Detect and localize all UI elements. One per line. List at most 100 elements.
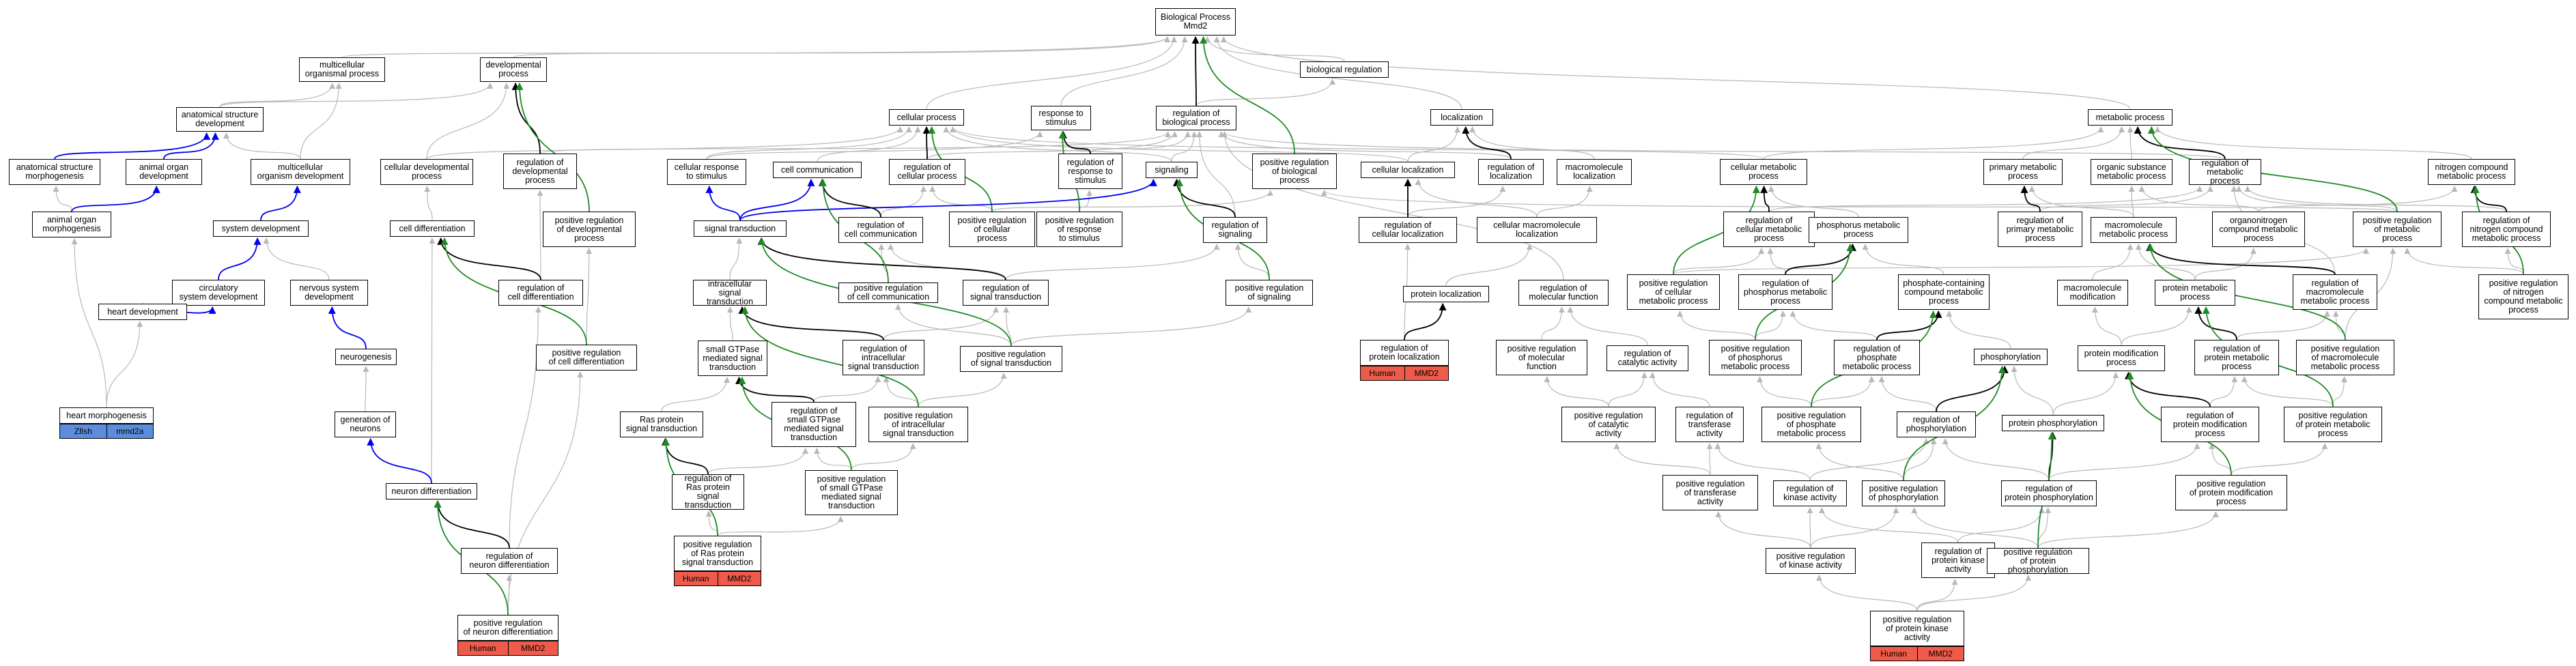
go-term-node-prcp[interactable]: positive regulation of cellular process [949,212,1035,247]
go-term-node-pccmp[interactable]: phosphate-containing compound metabolic … [1898,274,1990,310]
go-term-node-asd[interactable]: anatomical structure development [176,107,264,132]
go-term-node-mcod[interactable]: multicellular organism development [251,159,350,185]
go-term-node-phos[interactable]: phosphorylation [1974,349,2048,365]
go-term-node-mmod[interactable]: macromolecule modification [2057,280,2128,306]
go-term-node-rasst[interactable]: Ras protein signal transduction [620,411,703,437]
go-term-node-bp[interactable]: Biological Process Mmd2 [1155,8,1236,35]
go-term-node-rcloc[interactable]: regulation of cellular localization [1359,217,1457,243]
go-term-node-cc[interactable]: cell communication [773,162,862,178]
go-term-node-prrasst[interactable]: positive regulation of Ras protein signa… [674,536,761,571]
go-term-node-prka[interactable]: positive regulation of kinase activity [1766,548,1856,574]
go-term-node-prsgtp[interactable]: positive regulation of small GTPase medi… [805,470,898,515]
go-term-node-hd[interactable]: heart development [98,304,187,320]
go-term-node-prmf[interactable]: positive regulation of molecular functio… [1496,340,1587,375]
go-term-node-rprmp[interactable]: regulation of protein metabolic process [2194,340,2279,375]
go-term-node-prcd[interactable]: positive regulation of cell differentiat… [536,345,637,371]
go-term-node-rloc[interactable]: regulation of localization [1478,159,1544,185]
go-term-node-prphmp[interactable]: positive regulation of phosphorus metabo… [1709,340,1802,375]
go-term-node-dev[interactable]: developmental process [480,57,547,82]
go-term-node-rphmp[interactable]: regulation of phosphorus metabolic proce… [1738,274,1832,310]
go-term-node-rploc[interactable]: regulation of protein localization [1360,340,1449,366]
go-term-node-prist[interactable]: positive regulation of intracellular sig… [868,407,968,442]
go-term-node-cmloc[interactable]: cellular macromolecule localization [1477,217,1597,243]
go-term-node-cdp[interactable]: cellular developmental process [380,159,473,185]
go-term-node-csd[interactable]: circulatory system development [172,280,265,306]
go-term-node-rcc[interactable]: regulation of cell communication [838,217,923,243]
go-term-node-rpphos[interactable]: regulation of protein phosphorylation [2001,480,2097,506]
go-term-node-asm[interactable]: anatomical structure morphogenesis [9,159,100,185]
go-term-node-rnd[interactable]: regulation of neuron differentiation [461,548,558,574]
go-term-node-nd[interactable]: neuron differentiation [386,483,477,499]
go-term-node-rca[interactable]: regulation of catalytic activity [1607,345,1688,371]
go-term-node-prst[interactable]: positive regulation of signal transducti… [960,346,1062,372]
go-term-node-sig[interactable]: signaling [1146,162,1198,178]
go-term-node-prpmodp[interactable]: positive regulation of protein modificat… [2175,475,2287,510]
go-term-node-prbp[interactable]: positive regulation of biological proces… [1252,154,1337,189]
go-term-node-prta[interactable]: positive regulation of transferase activ… [1662,475,1758,510]
go-term-node-rta[interactable]: regulation of transferase activity [1675,407,1744,442]
go-term-node-cp[interactable]: cellular process [889,109,964,126]
go-term-node-mp[interactable]: metabolic process [2088,109,2172,126]
go-term-node-sysd[interactable]: system development [213,220,309,237]
go-term-node-rist[interactable]: regulation of intracellular signal trans… [843,340,924,375]
go-term-node-sgtp[interactable]: small GTPase mediated signal transductio… [698,341,767,376]
go-term-node-prphos[interactable]: positive regulation of phosphorylation [1862,480,1945,506]
go-term-node-rsgtp[interactable]: regulation of small GTPase mediated sign… [772,402,856,447]
go-term-node-gon[interactable]: generation of neurons [335,411,396,437]
go-term-node-prncmp[interactable]: positive regulation of nitrogen compound… [2478,274,2568,319]
go-term-node-rdp[interactable]: regulation of developmental process [503,154,577,189]
go-term-node-pmodp[interactable]: protein modification process [2078,345,2165,371]
go-term-node-prmp[interactable]: positive regulation of metabolic process [2353,212,2441,247]
go-term-node-breg[interactable]: biological regulation [1300,61,1389,78]
go-term-node-rpka[interactable]: regulation of protein kinase activity [1921,542,1995,578]
go-term-node-rsig[interactable]: regulation of signaling [1203,217,1267,243]
go-term-node-prnd[interactable]: positive regulation of neuron differenti… [457,615,558,641]
go-term-node-ist[interactable]: intracellular signal transduction [693,279,767,306]
go-term-node-rmf[interactable]: regulation of molecular function [1518,280,1609,306]
go-term-node-rts[interactable]: response to stimulus [1031,106,1091,130]
go-term-node-cdiff[interactable]: cell differentiation [390,220,475,237]
go-term-node-st[interactable]: signal transduction [694,220,787,237]
go-term-node-rncmp[interactable]: regulation of nitrogen compound metaboli… [2462,212,2551,247]
go-term-node-prpka[interactable]: positive regulation of protein kinase ac… [1870,611,1964,646]
go-term-node-cloc[interactable]: cellular localization [1361,162,1455,178]
go-term-node-prot[interactable]: protein metabolic process [2155,280,2235,306]
go-term-node-prrs[interactable]: positive regulation of response to stimu… [1036,212,1122,247]
go-term-node-rmmp[interactable]: regulation of macromolecule metabolic pr… [2293,274,2377,310]
go-term-node-prmmp[interactable]: positive regulation of macromolecule met… [2296,340,2394,375]
go-term-node-rmp[interactable]: regulation of metabolic process [2189,158,2261,185]
go-term-node-loc[interactable]: localization [1430,109,1493,126]
go-term-node-cmp[interactable]: cellular metabolic process [1720,159,1807,185]
go-term-node-prca[interactable]: positive regulation of catalytic activit… [1561,407,1656,442]
go-term-node-aom[interactable]: animal organ morphogenesis [32,212,111,237]
go-term-node-mloc[interactable]: macromolecule localization [1557,159,1632,185]
go-term-node-pphos[interactable]: protein phosphorylation [2002,415,2104,431]
go-term-node-prsig[interactable]: positive regulation of signaling [1226,280,1313,306]
go-term-node-ploc[interactable]: protein localization [1403,286,1489,302]
go-term-node-rpmp[interactable]: regulation of primary metabolic process [1998,212,2082,247]
go-term-node-crs[interactable]: cellular response to stimulus [667,159,746,185]
go-term-node-ncmp[interactable]: nitrogen compound metabolic process [2428,159,2515,185]
go-term-node-prprmp[interactable]: positive regulation of protein metabolic… [2284,407,2382,442]
go-term-node-rphos[interactable]: regulation of phosphorylation [1897,411,1976,437]
go-term-node-hm[interactable]: heart morphogenesis [59,407,154,424]
go-term-node-rcmp[interactable]: regulation of cellular metabolic process [1723,212,1815,247]
go-term-node-prpcmp[interactable]: positive regulation of phosphate metabol… [1761,407,1861,442]
go-term-node-mop[interactable]: multicellular organismal process [299,57,385,82]
go-term-node-rrs[interactable]: regulation of response to stimulus [1058,154,1122,189]
go-term-node-rcp[interactable]: regulation of cellular process [889,159,965,185]
go-term-node-neurog[interactable]: neurogenesis [335,349,397,365]
go-term-node-rka[interactable]: regulation of kinase activity [1773,480,1847,506]
go-term-node-rrasst[interactable]: regulation of Ras protein signal transdu… [672,474,744,510]
go-term-node-mmp[interactable]: macromolecule metabolic process [2091,217,2177,243]
go-term-node-aod[interactable]: animal organ development [126,159,202,185]
go-term-node-prdp[interactable]: positive regulation of developmental pro… [543,212,636,247]
go-term-node-phmp[interactable]: phosphorus metabolic process [1809,217,1908,243]
go-term-node-pmp[interactable]: primary metabolic process [1983,159,2063,185]
go-term-node-ocmp[interactable]: organonitrogen compound metabolic proces… [2212,212,2305,247]
go-term-node-rst[interactable]: regulation of signal transduction [963,280,1049,306]
go-term-node-nsd[interactable]: nervous system development [290,280,368,306]
go-term-node-rpmodp[interactable]: regulation of protein modification proce… [2161,407,2259,442]
go-term-node-prcc[interactable]: positive regulation of cell communicatio… [838,283,938,303]
go-term-node-osmp[interactable]: organic substance metabolic process [2091,159,2172,185]
